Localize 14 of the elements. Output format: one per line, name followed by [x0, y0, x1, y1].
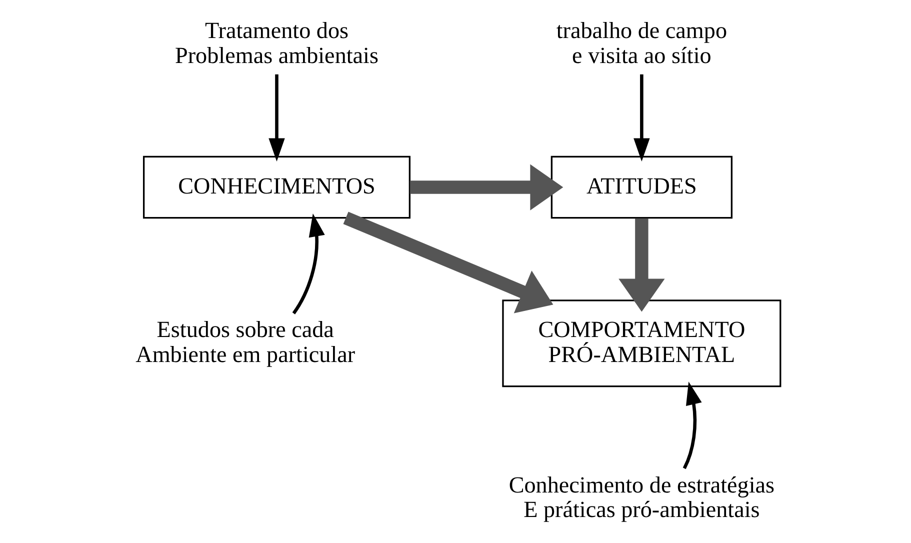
arrow [343, 212, 554, 314]
node-box: ATITUDES [550, 156, 732, 219]
node-text: Conhecimento de estratégias E práticas pró-ambientais [508, 471, 775, 522]
arrow [634, 74, 650, 162]
node-box: COMPORTAMENTO PRÓ-AMBIENTAL [502, 300, 782, 388]
arrow [268, 74, 285, 162]
node-text: Tratamento dos Problemas ambientais [175, 17, 378, 68]
arrow [292, 213, 325, 314]
arrow [682, 382, 702, 470]
node-box: CONHECIMENTOS [143, 156, 410, 219]
node-text: Estudos sobre cada Ambiente em particular [136, 316, 356, 367]
arrow [410, 164, 564, 210]
node-text: trabalho de campo e visita ao sítio [556, 17, 728, 68]
arrow [618, 218, 665, 312]
